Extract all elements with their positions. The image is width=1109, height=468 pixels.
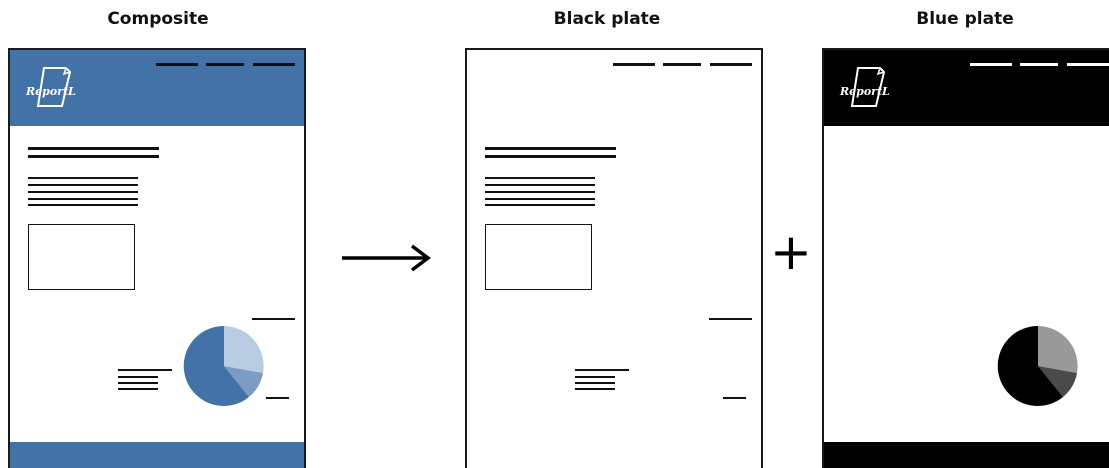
legend-line bbox=[575, 388, 615, 390]
legend-line bbox=[575, 376, 615, 378]
heading-line bbox=[485, 147, 616, 150]
composite-header-band bbox=[10, 50, 304, 126]
blue-plate-footer-band bbox=[824, 442, 1109, 468]
annotation-line bbox=[709, 318, 752, 320]
body-text-line bbox=[28, 191, 138, 193]
pie-slice bbox=[1038, 326, 1078, 373]
logo-text: ReportLab bbox=[25, 85, 76, 98]
pie-slice bbox=[224, 366, 263, 397]
annotation-line bbox=[266, 397, 289, 399]
image-placeholder bbox=[28, 224, 135, 290]
body-text-line bbox=[485, 204, 595, 206]
legend-line bbox=[118, 376, 158, 378]
body-text-line bbox=[485, 177, 595, 179]
header-dash bbox=[710, 63, 752, 66]
legend-line bbox=[118, 388, 158, 390]
annotation-line bbox=[252, 318, 295, 320]
body-text-line bbox=[485, 191, 595, 193]
pie-slice bbox=[997, 325, 1063, 406]
header-dash bbox=[253, 63, 295, 66]
blue-plate-panel: ReportLab bbox=[822, 48, 1109, 468]
heading-line bbox=[28, 155, 159, 158]
header-dash bbox=[613, 63, 655, 66]
plus-icon: + bbox=[770, 223, 812, 281]
blue-plate-header-band bbox=[824, 50, 1109, 126]
body-text-line bbox=[28, 184, 138, 186]
body-text-line bbox=[28, 198, 138, 200]
right-arrow-icon bbox=[342, 244, 431, 272]
legend-line bbox=[118, 382, 158, 384]
composite-title: Composite bbox=[107, 9, 209, 29]
legend-line bbox=[575, 382, 615, 384]
header-dash bbox=[1067, 63, 1109, 66]
composite-panel: ReportLab bbox=[8, 48, 306, 468]
black-plate-title: Black plate bbox=[553, 9, 661, 29]
header-dash bbox=[663, 63, 701, 66]
blue-plate-title: Blue plate bbox=[916, 9, 1014, 29]
header-dash bbox=[206, 63, 244, 66]
body-text-line bbox=[28, 204, 138, 206]
black-plate-panel bbox=[465, 48, 763, 468]
body-text-line bbox=[485, 184, 595, 186]
header-dash bbox=[156, 63, 198, 66]
header-dash bbox=[1020, 63, 1058, 66]
legend-line bbox=[575, 369, 629, 371]
pie-slice bbox=[1038, 366, 1077, 397]
header-dash bbox=[970, 63, 1012, 66]
pie-slice bbox=[183, 325, 249, 406]
heading-line bbox=[28, 147, 159, 150]
body-text-line bbox=[28, 177, 138, 179]
pie-chart-icon bbox=[997, 325, 1078, 406]
image-placeholder bbox=[485, 224, 592, 290]
heading-line bbox=[485, 155, 616, 158]
reportlab-logo-icon: ReportLab bbox=[839, 67, 890, 107]
logo-text: ReportLab bbox=[839, 85, 890, 98]
pie-slice bbox=[224, 326, 264, 373]
legend-line bbox=[118, 369, 172, 371]
annotation-line bbox=[723, 397, 746, 399]
reportlab-logo-icon: ReportLab bbox=[25, 67, 76, 107]
composite-footer-band bbox=[10, 442, 304, 468]
pie-chart-icon bbox=[183, 325, 264, 406]
body-text-line bbox=[485, 198, 595, 200]
